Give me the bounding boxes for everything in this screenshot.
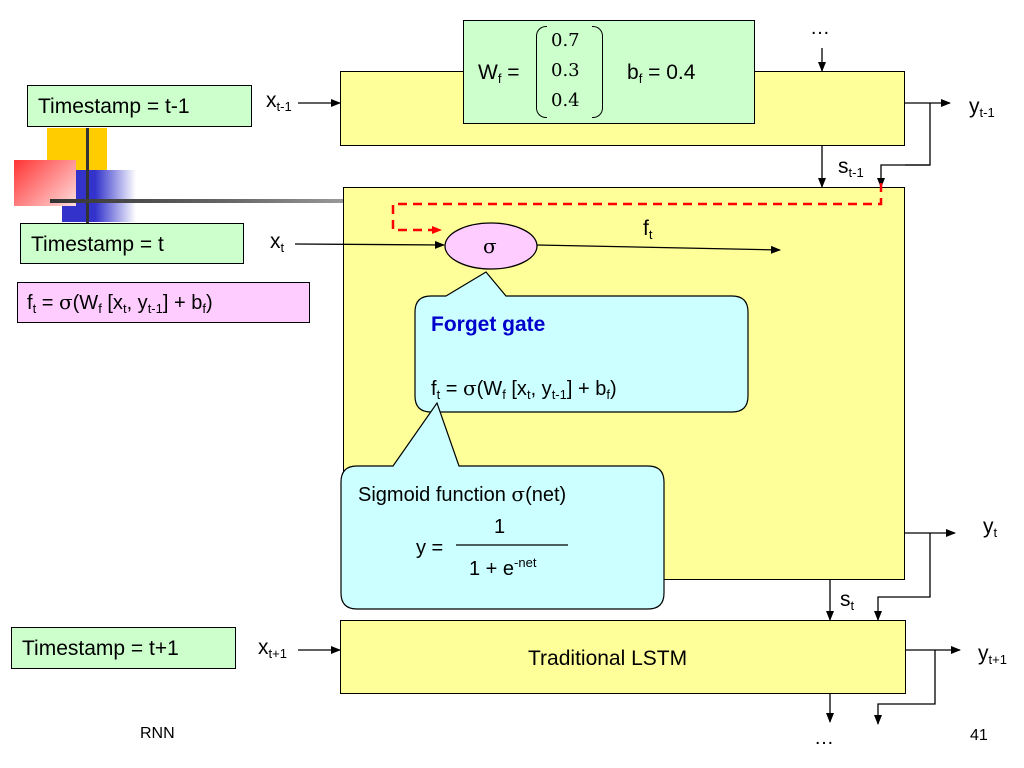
arrow-ft	[536, 244, 781, 254]
ellipsis-top: …	[810, 17, 830, 39]
ellipsis-bottom: …	[814, 727, 834, 749]
line-y-prev-feedback	[905, 103, 931, 166]
input-x-next: xt+1	[258, 636, 287, 661]
footer-left-label: RNN	[140, 725, 175, 742]
timestamp-curr-box	[20, 223, 244, 264]
sigma-oval	[444, 222, 538, 270]
decor-horizontal-line	[50, 199, 345, 203]
output-y-next: yt+1	[978, 642, 1007, 667]
weights-bracket-right	[592, 26, 603, 118]
decor-vertical-line	[86, 128, 89, 223]
sigmoid-callout-shape	[340, 401, 665, 610]
arrow-y-next-down	[874, 650, 936, 725]
timestamp-next-box	[11, 627, 236, 669]
output-y-prev: yt-1	[969, 95, 995, 120]
traditional-lstm-label: Traditional LSTM	[528, 647, 688, 670]
weights-box	[463, 20, 755, 124]
timestamp-curr-label: Timestamp = t	[31, 233, 164, 256]
arrow-y-prev-down	[877, 164, 930, 188]
bias-label: bf = 0.4	[627, 61, 696, 86]
sigmoid-y-eq: y =	[416, 537, 444, 559]
forget-gate-callout-shape	[414, 271, 749, 413]
dashed-feedback-path	[391, 183, 883, 234]
arrow-x-curr	[294, 240, 445, 249]
state-s-curr: st	[840, 588, 855, 613]
page-number: 41	[970, 727, 988, 744]
sigma-symbol: σ	[483, 234, 497, 258]
sigmoid-denominator: 1 + e-net	[469, 555, 537, 580]
ft-label: ft	[643, 217, 653, 242]
timestamp-prev-label: Timestamp = t-1	[38, 95, 190, 118]
forget-gate-equation: ft = σ(Wf [xt, yt-1] + bf)	[431, 376, 617, 402]
output-y-curr: yt	[983, 515, 998, 540]
arrow-y-curr-down	[874, 533, 931, 621]
lstm-cell-next	[340, 620, 906, 694]
sigmoid-numerator: 1	[494, 516, 506, 538]
input-x-curr: xt	[270, 230, 285, 255]
input-x-prev: xt-1	[266, 89, 292, 114]
state-s-prev: st-1	[838, 155, 864, 180]
timestamp-prev-box	[27, 85, 252, 127]
weights-w-label: Wf =	[478, 61, 520, 86]
weights-bracket-left	[536, 26, 547, 118]
equation-pink-text: ft = σ(Wf [xt, yt-1] + bf)	[27, 290, 213, 316]
timestamp-next-label: Timestamp = t+1	[22, 637, 179, 660]
equation-box	[17, 282, 310, 323]
weight-value-3: 0.4	[551, 90, 580, 111]
weight-value-2: 0.3	[551, 60, 580, 81]
weight-value-1: 0.7	[551, 30, 580, 51]
sigmoid-title: Sigmoid function σ(net)	[358, 482, 567, 506]
decor-red-square	[14, 160, 76, 206]
forget-gate-title: Forget gate	[431, 313, 546, 336]
